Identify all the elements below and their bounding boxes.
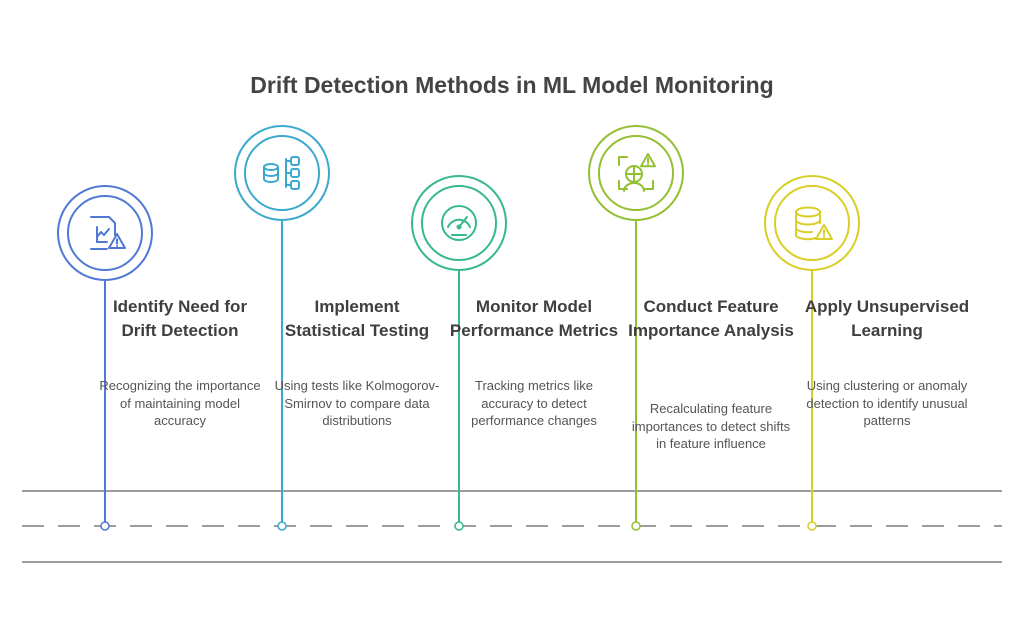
step-description: Using tests like Kolmogorov-Smirnov to c… bbox=[274, 378, 440, 428]
step-road-marker bbox=[277, 521, 287, 531]
step-inner-ring bbox=[421, 185, 497, 261]
step-inner-ring bbox=[244, 135, 320, 211]
face-scan-warning-icon bbox=[618, 153, 656, 192]
step-description: Recognizing the importance of maintainin… bbox=[99, 378, 261, 428]
document-chart-warning-icon bbox=[90, 216, 126, 250]
gauge-icon bbox=[441, 205, 477, 241]
step-inner-ring bbox=[774, 185, 850, 261]
step-title: Conduct Feature Importance Analysis bbox=[628, 297, 794, 340]
step-1 bbox=[57, 185, 153, 531]
step-4 bbox=[588, 125, 684, 531]
step-description: Using clustering or anomaly detection to… bbox=[806, 378, 968, 428]
step-road-marker bbox=[807, 521, 817, 531]
step-road-marker bbox=[454, 521, 464, 531]
step-road-marker bbox=[631, 521, 641, 531]
database-warning-icon bbox=[794, 206, 833, 241]
step-description: Recalculating feature importances to det… bbox=[631, 401, 791, 451]
step-2 bbox=[234, 125, 330, 531]
step-5 bbox=[764, 175, 860, 531]
step-road-marker bbox=[100, 521, 110, 531]
step-title: Monitor Model Performance Metrics bbox=[449, 297, 619, 340]
step-description: Tracking metrics like accuracy to detect… bbox=[471, 378, 597, 428]
diagram-title: Drift Detection Methods in ML Model Moni… bbox=[250, 72, 774, 98]
step-title: Identify Need for Drift Detection bbox=[112, 297, 248, 340]
step-title: Implement Statistical Testing bbox=[284, 297, 430, 340]
database-hierarchy-icon bbox=[263, 156, 300, 190]
step-3 bbox=[411, 175, 507, 531]
step-title: Apply Unsupervised Learning bbox=[804, 297, 970, 340]
